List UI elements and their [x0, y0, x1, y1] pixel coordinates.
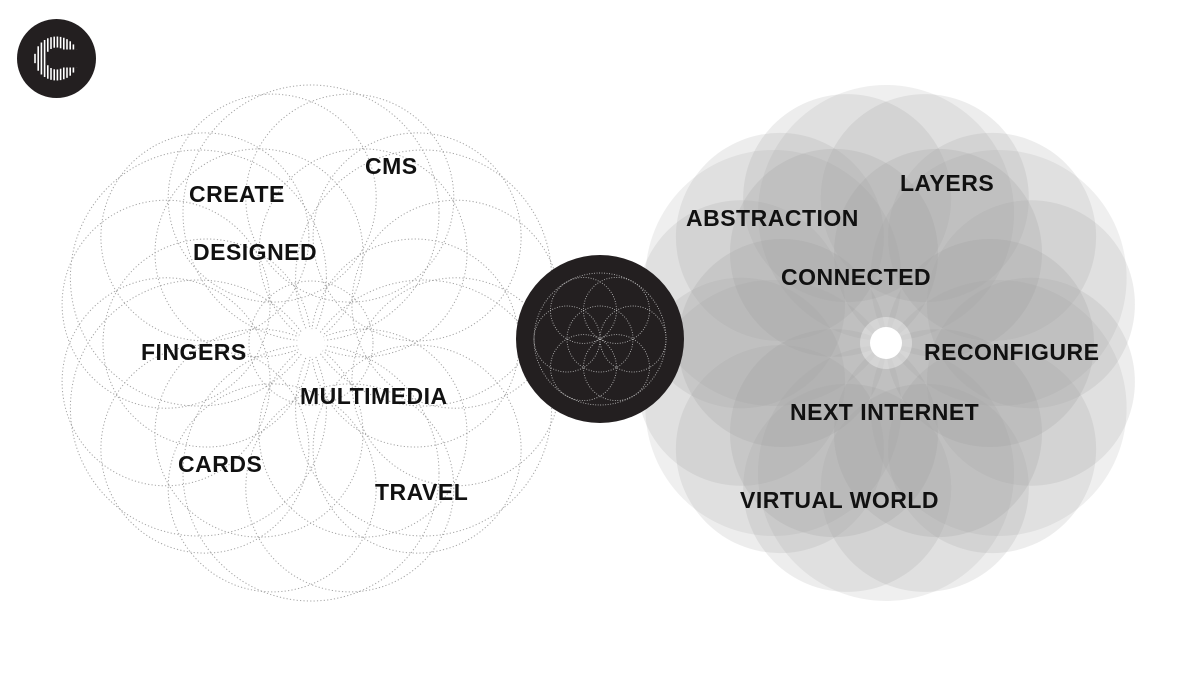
- c-stripes-logo-icon: [17, 19, 96, 98]
- left-label-multimedia: MULTIMEDIA: [300, 383, 448, 409]
- right-label-reconfigure: RECONFIGURE: [924, 339, 1100, 365]
- left-label-create: CREATE: [189, 181, 285, 207]
- left-label-fingers: FINGERS: [141, 339, 247, 365]
- right-label-next-internet: NEXT INTERNET: [790, 399, 980, 425]
- right-label-abstraction: ABSTRACTION: [686, 205, 859, 231]
- left-label-travel: TRAVEL: [375, 479, 469, 505]
- left-label-cms: CMS: [365, 153, 418, 179]
- left-dotted-rosette: [61, 84, 561, 602]
- right-label-layers: LAYERS: [900, 170, 995, 196]
- left-label-cards: CARDS: [178, 451, 263, 477]
- right-filled-rosette: [637, 85, 1135, 601]
- flower-of-life-icon: [533, 272, 667, 406]
- center-flower-emblem: [516, 255, 684, 423]
- right-label-virtual-world: VIRTUAL WORLD: [740, 487, 940, 513]
- right-label-connected: CONNECTED: [781, 264, 932, 290]
- left-label-designed: DESIGNED: [193, 239, 318, 265]
